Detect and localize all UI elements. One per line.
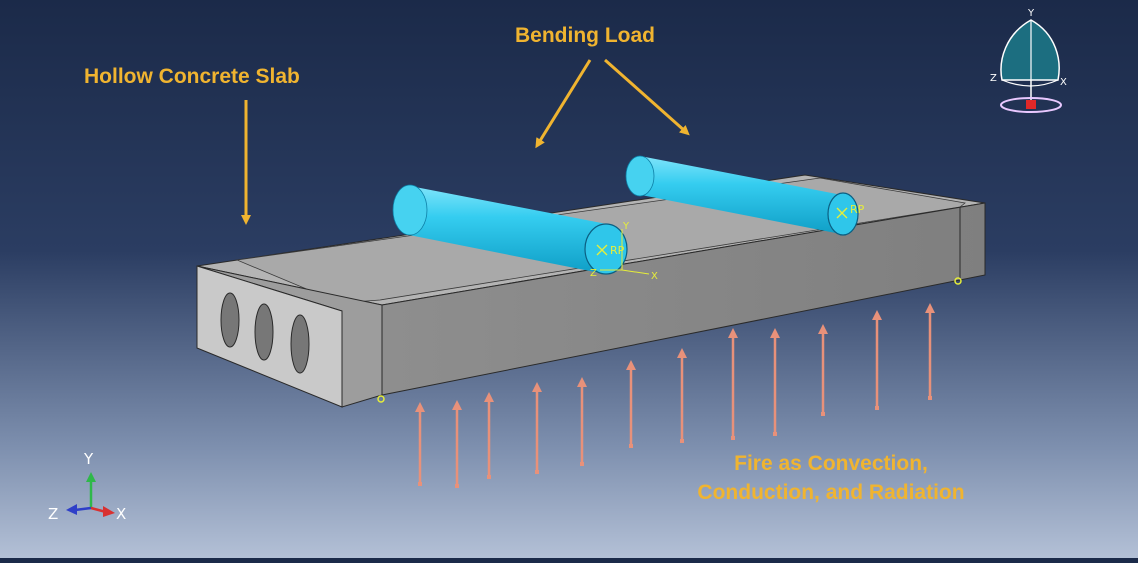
view-cube-z-label: Z <box>990 73 997 84</box>
fire-arrow-head <box>452 400 462 410</box>
fire-arrow-head <box>677 348 687 358</box>
csys-x-label: X <box>651 271 658 282</box>
fire-arrow-head <box>532 382 542 392</box>
fire-load-arrows <box>415 303 935 488</box>
csys-z-label: Z <box>590 268 597 279</box>
hollow-core-3 <box>290 314 310 374</box>
fire-arrow-tail <box>455 484 459 488</box>
fire-arrow-tail <box>821 412 825 416</box>
load-cylinder-right[interactable]: RP <box>625 155 865 236</box>
fire-arrow-head <box>770 328 780 338</box>
fire-arrow-head <box>925 303 935 313</box>
view-cube-x-label: X <box>1060 77 1067 88</box>
fire-annotation: Fire as Convection, Conduction, and Radi… <box>676 449 986 507</box>
fire-arrow-head <box>626 360 636 370</box>
csys-y-label: Y <box>622 221 630 232</box>
local-csys: Y X Z <box>590 221 658 282</box>
fire-arrow-tail <box>535 470 539 474</box>
annotation-arrows <box>241 58 690 225</box>
fire-arrow-head <box>818 324 828 334</box>
boundary-point-right <box>954 277 962 285</box>
slab-annotation: Hollow Concrete Slab <box>84 65 300 88</box>
hollow-core-1 <box>220 292 240 348</box>
fire-arrow-tail <box>487 475 491 479</box>
fire-arrow-tail <box>580 462 584 466</box>
fire-arrow-head <box>872 310 882 320</box>
load-cylinder-left[interactable]: RP <box>392 184 628 275</box>
reference-point-marker <box>836 207 848 219</box>
fire-arrow-tail <box>875 406 879 410</box>
fire-arrow-head <box>728 328 738 338</box>
fire-arrow-head <box>415 402 425 412</box>
hollow-concrete-slab[interactable] <box>196 174 986 408</box>
fire-arrow-tail <box>680 439 684 443</box>
fire-arrow-tail <box>928 396 932 400</box>
load-pointer-arrow-left <box>535 59 592 149</box>
load-pointer-arrow-right <box>604 58 690 136</box>
reference-point-marker <box>596 244 608 256</box>
fire-arrow-head <box>484 392 494 402</box>
fire-arrow-tail <box>418 482 422 486</box>
fire-arrow-tail <box>731 436 735 440</box>
hollow-core-2 <box>254 303 274 361</box>
boundary-point-left <box>377 395 385 403</box>
view-cube-y-label: Y <box>1028 8 1035 19</box>
triad-z-label: Z <box>48 505 59 523</box>
fire-annotation-line2: Conduction, and Radiation <box>697 481 965 504</box>
fire-annotation-line1: Fire as Convection, <box>734 452 928 475</box>
reference-point-label-2: RP <box>850 203 865 216</box>
reference-point-label-1: RP <box>610 244 625 257</box>
fire-arrow-tail <box>773 432 777 436</box>
view-cube[interactable] <box>1000 19 1062 113</box>
triad-y-label: Y <box>84 450 94 468</box>
view-triad[interactable] <box>66 472 115 517</box>
bending-load-annotation: Bending Load <box>515 24 655 47</box>
fire-arrow-tail <box>629 444 633 448</box>
fire-arrow-head <box>577 377 587 387</box>
triad-x-label: X <box>116 505 127 523</box>
